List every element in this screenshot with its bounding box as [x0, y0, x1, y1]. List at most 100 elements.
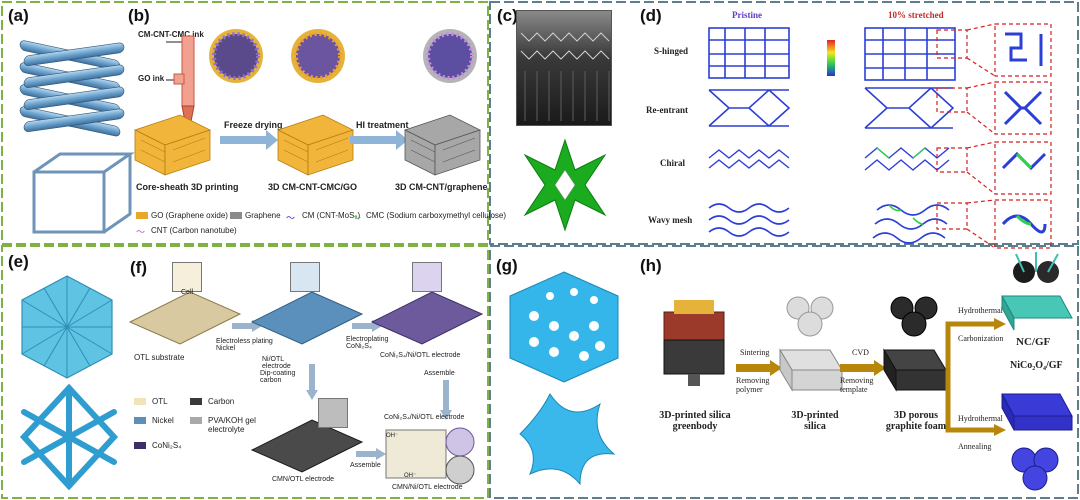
gel-swatch	[190, 417, 202, 424]
nico-gf-label: NiCo₂O₄/GF	[1010, 360, 1063, 371]
tpms-lattice-cube	[509, 271, 619, 383]
panel-g-label: (g)	[496, 256, 518, 275]
cnt-legend: CNT (Carbon nanotube)	[151, 226, 237, 235]
col-stretched-label: 10% stretched	[888, 10, 944, 20]
otl-cell-label: Cell	[181, 289, 194, 296]
sintering-arrow	[736, 360, 782, 376]
nickel-swatch	[134, 417, 146, 424]
oh-label-1: OH⁻	[386, 433, 399, 439]
ink2-label: GO ink	[138, 74, 165, 83]
cnt-swatch: 〜	[136, 227, 146, 237]
silica-label: 3D-printed silica	[791, 410, 839, 432]
nico-gf-product	[1001, 393, 1073, 491]
ni-otl-label: Ni/OTL electrode	[262, 356, 291, 370]
printed-structure-photo	[516, 10, 612, 126]
star-unit-cell-icon	[523, 138, 607, 232]
supercapacitor-device	[385, 427, 475, 485]
octet-unit-cell-illustration	[19, 383, 119, 491]
graphite-foam-illustration	[883, 296, 947, 392]
nickel-plating-label: Electroless plating Nickel	[216, 338, 273, 352]
sintering-label: Sintering	[740, 348, 770, 357]
oh-label-2: OH⁻	[404, 473, 417, 479]
printed-lattice-1	[133, 114, 212, 176]
otl-legend: OTL	[152, 397, 168, 406]
graphene-cross-section	[423, 29, 477, 83]
go-legend: GO (Graphene oxide)	[151, 211, 228, 220]
panel-d-label: (d)	[640, 6, 662, 25]
graphene-swatch	[230, 212, 242, 219]
hi-treatment-label: HI treatment	[356, 120, 409, 130]
greenbody-label: 3D-printed silica greenbody	[659, 410, 731, 432]
cmn-device-label: CMN/Ni/OTL electrode	[392, 484, 463, 491]
dried-cross-section	[291, 29, 345, 83]
panel-c-label: (c)	[497, 6, 518, 25]
silica-greenbody-illustration	[663, 300, 725, 386]
panel-h-label: (h)	[640, 256, 662, 275]
carbon-swatch	[190, 398, 202, 405]
row-chiral: Chiral	[660, 158, 686, 168]
cmn-otl-mesh	[250, 419, 364, 473]
coni-plating-label: Electroplating CoNi₂S₄	[346, 336, 389, 350]
nickel-legend: Nickel	[152, 416, 174, 425]
row-wavy-mesh: Wavy mesh	[648, 215, 693, 225]
dip-coating-label: Dip-coating carbon	[260, 370, 296, 384]
ink1-label: CM-CNT-CMC ink	[138, 30, 204, 39]
removing-polymer-label: Removing polymer	[736, 376, 770, 394]
removing-template-label: Removing template	[840, 376, 874, 394]
cvd-label: CVD	[852, 348, 869, 357]
otl-swatch	[134, 398, 146, 405]
cvd-arrow	[840, 360, 886, 376]
stage2-label: 3D CM-CNT-CMC/GO	[268, 182, 357, 192]
go-swatch	[136, 212, 148, 219]
col-pristine-label: Pristine	[732, 10, 762, 20]
row-shinged: S-hinged	[654, 46, 689, 56]
branch-arrows	[945, 318, 1006, 436]
dip-coating-arrow	[306, 364, 318, 400]
hydrothermal-label-2: Hydrothermal	[958, 414, 1003, 423]
nc-gf-product	[1001, 252, 1073, 331]
cmc-legend: CMC (Sodium carboxymethyl cellulose)	[366, 211, 507, 220]
row-reentrant: Re-entrant	[646, 105, 688, 115]
assemble-arrow-right	[356, 448, 386, 460]
coni-otl-label: CoNi₂S₄/Ni/OTL electrode	[380, 352, 461, 359]
graphene-lattice	[403, 114, 482, 176]
otl-substrate-label: OTL substrate	[134, 353, 185, 362]
lattice-sphere-illustration	[21, 275, 113, 379]
dried-lattice	[276, 114, 355, 176]
nozzle-cross-section	[209, 29, 263, 83]
otl-substrate-mesh	[128, 291, 242, 345]
graphene-legend: Graphene	[245, 211, 281, 220]
cm-legend: CM (CNT-MoS₂)	[302, 211, 361, 220]
assemble-label-2: Assemble	[350, 462, 381, 469]
silica-illustration	[779, 296, 843, 392]
gel-legend: PVA/KOH gel electrolyte	[208, 416, 256, 434]
graphite-foam-label: 3D porous graphite foam	[885, 410, 947, 432]
coni-otl-mesh	[370, 291, 484, 345]
hydrothermal-label-1: Hydrothermal	[958, 306, 1003, 315]
cmn-otl-label: CMN/OTL electrode	[272, 476, 334, 483]
coni-device-label: CoNi₂S₄/Ni/OTL electrode	[384, 414, 465, 421]
panel-b-label: (b)	[128, 6, 150, 25]
cm-swatch: 〜	[286, 213, 296, 223]
cmn-cell-inset	[318, 398, 348, 428]
hi-treatment-arrow	[350, 130, 408, 150]
cmc-swatch: 〜	[352, 213, 362, 223]
ni-cell-inset	[290, 262, 320, 292]
stage1-label: Core-sheath 3D printing	[136, 182, 239, 192]
woodpile-lattice-illustration	[19, 40, 125, 137]
otl-cell-inset	[172, 262, 202, 292]
assemble-label-1: Assemble	[424, 370, 455, 377]
coni-legend: CoNi₂S₄	[152, 441, 182, 450]
panel-e-label: (e)	[8, 252, 29, 271]
panel-f-label: (f)	[130, 258, 147, 277]
nc-gf-label: NC/GF	[1016, 336, 1051, 348]
annealing-label: Annealing	[958, 442, 992, 451]
carbonization-label: Carbonization	[958, 334, 1004, 343]
carbon-legend: Carbon	[208, 397, 235, 406]
metamaterial-patterns	[708, 23, 1052, 249]
coni-swatch	[134, 442, 146, 449]
stage3-label: 3D CM-CNT/graphene	[395, 182, 488, 192]
freeze-drying-label: Freeze drying	[224, 120, 283, 130]
ni-otl-mesh	[250, 291, 364, 345]
freeze-drying-arrow	[220, 130, 278, 150]
